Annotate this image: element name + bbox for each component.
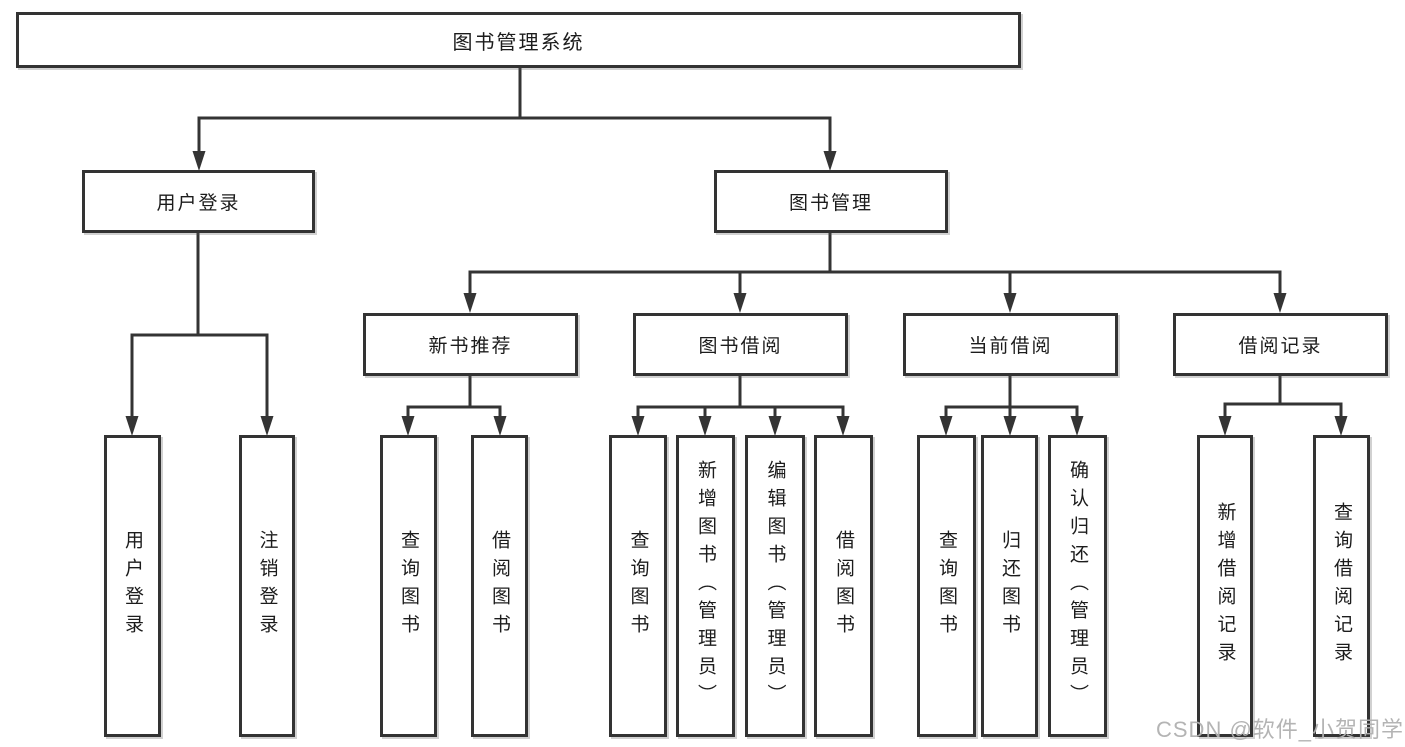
leaf-query-books-recommendation: 查询图书	[380, 435, 437, 737]
leaf-logout-label: 注销登录	[256, 530, 278, 642]
leaf-borrow-books-label: 借阅图书	[833, 530, 854, 642]
leaf-query-books-current: 查询图书	[917, 435, 976, 737]
node-borrowing-records: 借阅记录	[1173, 313, 1388, 376]
leaf-user-login: 用户登录	[104, 435, 161, 737]
leaf-edit-books-admin: 编辑图书（管理员）	[745, 435, 805, 737]
leaf-add-borrow-record-label: 新增借阅记录	[1214, 502, 1236, 670]
csdn-watermark: CSDN @软件_小贺同学	[1156, 717, 1405, 742]
leaf-add-borrow-record: 新增借阅记录	[1197, 435, 1253, 737]
leaf-confirm-return-admin-label: 确认归还（管理员）	[1067, 460, 1088, 712]
leaf-add-books-admin-label: 新增图书（管理员）	[695, 460, 716, 712]
leaf-return-books-label: 归还图书	[999, 530, 1020, 642]
leaf-query-books-recommendation-label: 查询图书	[398, 530, 419, 642]
leaf-query-borrow-record-label: 查询借阅记录	[1331, 502, 1352, 670]
leaf-borrow-books-recommendation-label: 借阅图书	[489, 530, 510, 642]
leaf-add-books-admin: 新增图书（管理员）	[676, 435, 735, 737]
leaf-borrow-books-recommendation: 借阅图书	[471, 435, 528, 737]
node-user-login-label: 用户登录	[156, 193, 241, 214]
leaf-return-books: 归还图书	[981, 435, 1038, 737]
node-book-borrowing-label: 图书借阅	[698, 336, 783, 357]
node-current-borrowing-label: 当前借阅	[968, 336, 1053, 357]
leaf-query-books-borrowing: 查询图书	[609, 435, 667, 737]
leaf-confirm-return-admin: 确认归还（管理员）	[1048, 435, 1107, 737]
node-book-management-label: 图书管理	[788, 193, 873, 214]
leaf-query-borrow-record: 查询借阅记录	[1313, 435, 1370, 737]
node-root-library-management-system: 图书管理系统	[16, 12, 1021, 68]
leaf-user-login-label: 用户登录	[122, 530, 143, 642]
node-root-label: 图书管理系统	[452, 31, 585, 54]
node-current-borrowing: 当前借阅	[903, 313, 1118, 376]
node-new-book-recommendation: 新书推荐	[363, 313, 578, 376]
leaf-borrow-books: 借阅图书	[814, 435, 873, 737]
leaf-logout: 注销登录	[239, 435, 295, 737]
leaf-edit-books-admin-label: 编辑图书（管理员）	[764, 460, 786, 712]
leaf-query-books-current-label: 查询图书	[936, 530, 957, 642]
node-borrowing-records-label: 借阅记录	[1238, 336, 1323, 357]
node-book-management-module: 图书管理	[714, 170, 948, 233]
node-user-login-module: 用户登录	[82, 170, 315, 233]
node-new-book-recommendation-label: 新书推荐	[428, 336, 513, 357]
node-book-borrowing: 图书借阅	[633, 313, 848, 376]
leaf-query-books-borrowing-label: 查询图书	[627, 530, 649, 642]
